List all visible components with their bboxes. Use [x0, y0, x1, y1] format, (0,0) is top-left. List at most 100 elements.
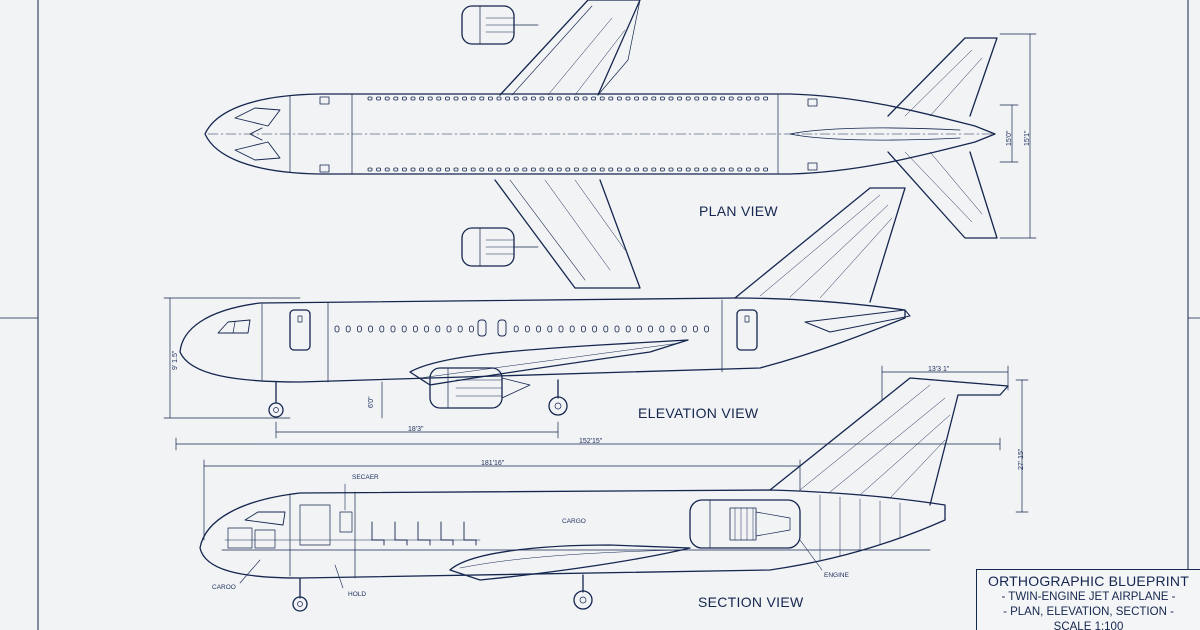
plan-window — [677, 167, 682, 172]
title-block-line-1: - TWIN-ENGINE JET AIRPLANE - — [1001, 591, 1176, 603]
plan-window — [453, 96, 459, 101]
plan-window — [367, 167, 373, 172]
plan-window — [479, 96, 485, 101]
plan-window — [384, 96, 390, 101]
plan-window — [694, 96, 700, 101]
plan-window — [444, 96, 450, 101]
secaer-callout: SECAER — [352, 474, 379, 481]
plan-window — [642, 96, 648, 101]
plan-window — [634, 96, 639, 101]
section-seat-row — [371, 521, 477, 546]
plan-window — [737, 167, 743, 172]
plan-window — [531, 96, 536, 101]
plan-window — [376, 96, 382, 101]
plan-window — [410, 167, 416, 172]
plan-window — [711, 167, 717, 172]
elevation-window — [412, 325, 418, 333]
plan-window — [496, 167, 502, 172]
elevation-window — [558, 325, 564, 333]
plan-window — [720, 96, 725, 101]
cabin-seat — [417, 521, 431, 546]
plan-window — [393, 96, 399, 101]
elevation-view-label: ELEVATION VIEW — [638, 405, 759, 421]
plan-window — [470, 167, 476, 172]
elevation-window — [334, 325, 340, 333]
plan-window — [677, 96, 682, 101]
plan-window — [660, 96, 665, 101]
section-engine — [689, 499, 801, 549]
elevation-window — [681, 325, 687, 333]
cargo-hold-callout: CARGO — [562, 518, 586, 525]
elevation-window — [424, 325, 430, 333]
elevation-window — [693, 325, 698, 333]
plan-window — [548, 96, 553, 101]
plan-window — [462, 96, 468, 101]
plan-window — [505, 167, 511, 172]
plan-window — [444, 167, 450, 172]
plan-window — [651, 167, 657, 172]
plan-window — [720, 167, 725, 172]
plan-window — [479, 167, 485, 172]
plan-window — [427, 96, 433, 101]
plan-window — [685, 96, 691, 101]
plan-window — [487, 96, 493, 101]
plan-window — [634, 167, 639, 172]
elevation-window — [547, 325, 553, 333]
title-block-line-3: SCALE 1:100 — [1053, 621, 1124, 630]
elevation-window — [513, 325, 519, 333]
elevation-window — [446, 325, 452, 333]
plan-window — [522, 167, 528, 172]
plan-window — [556, 167, 562, 172]
elevation-window — [435, 325, 441, 333]
plan-window — [703, 167, 708, 172]
section-view-drawing — [199, 365, 1029, 612]
plan-window — [625, 167, 631, 172]
plan-window — [746, 167, 751, 172]
plan-view-drawing — [204, 0, 1037, 289]
plan-window — [513, 167, 519, 172]
plan-window — [419, 167, 425, 172]
plan-window — [582, 96, 588, 101]
plan-window — [642, 167, 648, 172]
plan-window — [410, 96, 416, 101]
elevation-engine — [429, 367, 531, 409]
elevation-window — [614, 325, 620, 333]
title-block: ORTHOGRAPHIC BLUEPRINT - TWIN-ENGINE JET… — [976, 569, 1200, 630]
plan-window — [565, 96, 571, 101]
elevation-window — [670, 325, 676, 333]
plan-tail-outer-dimension: 15'1" — [1024, 130, 1031, 146]
plan-tail-inner-dimension: 15'0" — [1006, 130, 1013, 146]
elevation-window — [401, 325, 407, 333]
elevation-window — [603, 325, 609, 333]
plan-engine-lower — [461, 227, 539, 267]
plan-window — [470, 96, 476, 101]
plan-window — [608, 167, 614, 172]
elevation-window — [468, 325, 474, 333]
plan-window — [419, 96, 425, 101]
elevation-window — [659, 325, 665, 333]
plan-window — [651, 96, 657, 101]
plan-window — [531, 167, 536, 172]
engine-callout: ENGINE — [824, 572, 849, 579]
plan-window — [539, 96, 545, 101]
plan-window — [401, 96, 407, 101]
plan-window — [401, 167, 407, 172]
cabin-seat — [440, 521, 454, 546]
elevation-window — [704, 325, 709, 333]
elevation-height-dimension: 9' 1.5" — [172, 350, 179, 370]
tail-span-dimension: 13'3 1" — [928, 366, 950, 373]
plan-window — [608, 96, 614, 101]
cargo-nose-callout: CAROO — [212, 584, 236, 591]
plan-window — [384, 167, 390, 172]
elevation-window — [457, 325, 463, 333]
plan-window — [668, 96, 674, 101]
plan-window — [462, 167, 468, 172]
plan-window — [505, 96, 511, 101]
plan-window — [763, 96, 768, 101]
plan-window — [711, 96, 717, 101]
plan-window — [574, 96, 579, 101]
plan-window — [393, 167, 399, 172]
elevation-window — [592, 325, 597, 333]
plan-window — [591, 96, 596, 101]
